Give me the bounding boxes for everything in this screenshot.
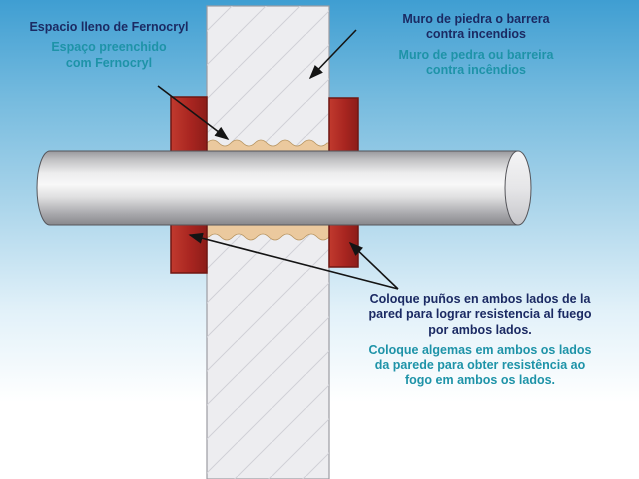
arrow-wall <box>308 29 357 80</box>
cuffs-label-es: Coloque puños en ambos lados de la pared… <box>368 292 592 337</box>
wall-label: Muro de piedra o barrera contra incendio… <box>360 12 592 78</box>
fernocryl-label-pt: Espaço preenchido com Fernocryl <box>51 40 167 70</box>
wall-hatch-texture <box>207 6 329 479</box>
wall-label-es: Muro de piedra o barrera contra incendio… <box>402 12 550 42</box>
pipe-body <box>50 151 518 225</box>
arrow-cuff-right <box>348 241 399 290</box>
pipe-right-cap <box>504 150 532 226</box>
sealant-bottom-band <box>206 222 330 241</box>
fernocryl-label: Espacio lleno de Fernocryl Espaço preenc… <box>16 20 202 71</box>
fernocryl-label-es: Espacio lleno de Fernocryl <box>29 20 189 34</box>
wall-label-pt: Muro de pedra ou barreira contra incêndi… <box>398 47 554 77</box>
pipe <box>36 150 532 226</box>
cuffs-label-pt: Coloque algemas em ambos os lados da par… <box>368 342 592 388</box>
cuffs-label: Coloque puños en ambos lados de la pared… <box>352 292 608 389</box>
arrow-fernocryl <box>157 85 230 140</box>
arrow-cuff-left <box>188 232 399 290</box>
stone-wall <box>206 5 330 479</box>
annotation-arrows <box>157 29 399 290</box>
